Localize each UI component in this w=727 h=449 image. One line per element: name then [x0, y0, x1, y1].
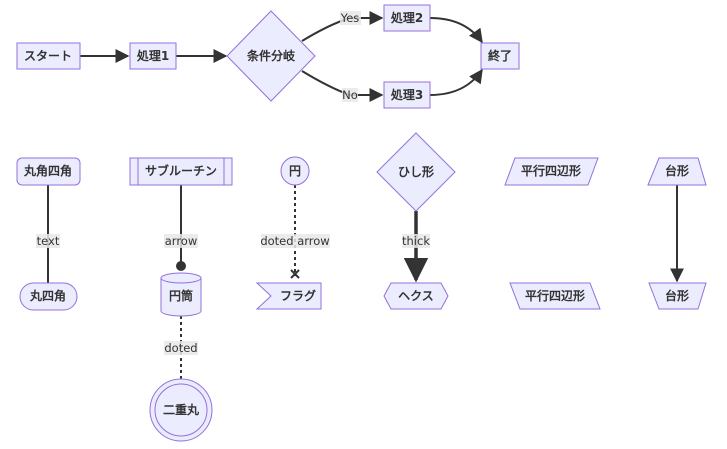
edge-label-thick: thick	[402, 234, 430, 248]
svg-text:二重丸: 二重丸	[163, 402, 200, 417]
node-double-circle[interactable]: 二重丸	[149, 378, 213, 442]
svg-text:平行四辺形: 平行四辺形	[521, 163, 581, 178]
edge-label-doted-arrow: doted arrow	[260, 234, 330, 248]
node-process1[interactable]: 処理1	[129, 42, 177, 70]
node-end[interactable]: 終了	[480, 42, 520, 70]
svg-text:No: No	[342, 88, 358, 102]
svg-text:doted arrow: doted arrow	[260, 234, 329, 248]
svg-text:台形: 台形	[665, 163, 689, 178]
svg-text:arrow: arrow	[165, 234, 198, 248]
node-hexagon[interactable]: ヘクス	[383, 282, 449, 310]
svg-text:ヘクス: ヘクス	[398, 289, 434, 303]
node-rhombus[interactable]: ひし形	[376, 132, 456, 212]
node-subroutine[interactable]: サブルーチン	[129, 157, 233, 186]
node-trapezoid-bottom[interactable]: 台形	[648, 282, 707, 310]
node-decision[interactable]: 条件分岐	[226, 10, 316, 102]
svg-text:サブルーチン: サブルーチン	[145, 163, 217, 178]
node-start[interactable]: スタート	[16, 42, 81, 70]
svg-text:処理2: 処理2	[390, 10, 423, 25]
svg-text:丸四角: 丸四角	[29, 288, 66, 303]
svg-text:スタート: スタート	[24, 49, 72, 63]
node-trapezoid-top[interactable]: 台形	[647, 157, 707, 186]
cross-arrowhead	[290, 269, 300, 279]
svg-text:終了: 終了	[488, 48, 512, 63]
edge-label-no: No	[342, 88, 358, 102]
svg-text:平行四辺形: 平行四辺形	[525, 288, 585, 303]
svg-text:フラグ: フラグ	[280, 288, 316, 303]
svg-text:台形: 台形	[665, 288, 689, 303]
svg-text:丸角四角: 丸角四角	[23, 163, 72, 178]
circle-arrowhead	[176, 261, 186, 271]
svg-text:円: 円	[289, 164, 301, 178]
svg-text:thick: thick	[402, 234, 430, 248]
edge-label-yes: Yes	[340, 11, 361, 25]
node-flag[interactable]: フラグ	[255, 282, 322, 310]
svg-text:処理3: 処理3	[390, 87, 423, 102]
svg-text:ひし形: ひし形	[398, 165, 434, 179]
node-parallelogram-top[interactable]: 平行四辺形	[504, 157, 599, 186]
svg-text:Yes: Yes	[340, 11, 360, 25]
node-circle[interactable]: 円	[280, 156, 310, 186]
svg-text:text: text	[37, 234, 60, 248]
node-stadium[interactable]: 丸四角	[19, 282, 78, 311]
edge-process2-to-end	[429, 17, 483, 44]
svg-text:条件分岐: 条件分岐	[246, 48, 296, 63]
edge-label-doted: doted	[164, 341, 198, 355]
node-process3[interactable]: 処理3	[383, 81, 431, 109]
svg-text:円筒: 円筒	[169, 288, 193, 303]
node-parallelogram-bottom[interactable]: 平行四辺形	[509, 282, 601, 310]
edge-label-text: text	[36, 234, 60, 248]
svg-text:処理1: 処理1	[136, 48, 169, 63]
svg-text:doted: doted	[164, 341, 197, 355]
edge-process3-to-end	[429, 68, 483, 96]
node-process2[interactable]: 処理2	[383, 4, 431, 32]
node-rounded-rect[interactable]: 丸角四角	[16, 157, 81, 186]
node-cylinder[interactable]: 円筒	[160, 272, 202, 317]
edge-label-arrow: arrow	[164, 234, 198, 248]
